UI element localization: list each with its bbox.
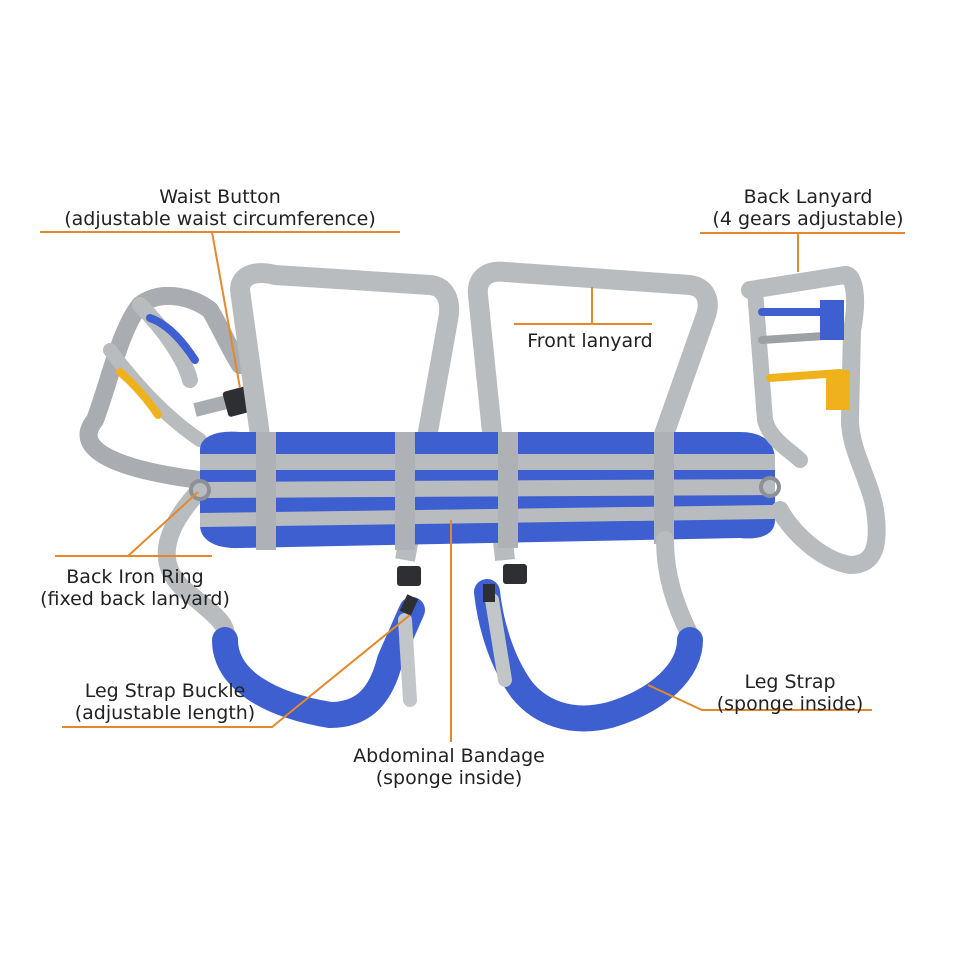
leg-strap-clip-right [483, 584, 495, 602]
leg-strap-right [474, 579, 703, 732]
abdominal-bandage-note: (sponge inside) [375, 767, 523, 789]
leader-waist-button [40, 231, 400, 389]
front-lanyard-right [467, 261, 718, 562]
back-lanyard-label: Back Lanyard (4 gears adjustable) [688, 186, 928, 230]
leg-strap-buckle-label: Leg Strap Buckle (adjustable length) [50, 680, 280, 724]
leader-lines [40, 231, 905, 742]
back-iron-ring-label: Back Iron Ring (fixed back lanyard) [10, 566, 260, 610]
leg-strap-buckle-note: (adjustable length) [74, 702, 256, 724]
leader-back-iron-ring [55, 491, 212, 557]
front-lanyard-left [230, 263, 459, 562]
front-lanyard-label: Front lanyard [505, 330, 675, 352]
left-back-lanyard [79, 286, 249, 489]
leg-strap-clip-left [399, 594, 419, 616]
waist-button-title: Waist Button [159, 186, 281, 208]
abdominal-bandage-label: Abdominal Bandage (sponge inside) [320, 745, 578, 789]
leg-strap-left [212, 597, 425, 728]
leg-buckle-right [503, 564, 527, 584]
abdominal-bandage [189, 431, 781, 550]
leg-buckle-left [397, 566, 421, 586]
back-lanyard-note: (4 gears adjustable) [712, 208, 904, 230]
leader-front-lanyard [514, 287, 652, 325]
leg-strap-title: Leg Strap [744, 671, 836, 693]
waist-button-note: (adjustable waist circumference) [64, 208, 376, 230]
left-hanging-strap [157, 476, 235, 649]
leader-back-lanyard [700, 232, 905, 272]
leader-leg-strap-buckle [62, 614, 411, 728]
right-back-lanyard [741, 266, 886, 574]
leader-leg-strap [647, 684, 872, 711]
back-lanyard-title: Back Lanyard [743, 186, 873, 208]
waist-button-label: Waist Button (adjustable waist circumfer… [30, 186, 410, 230]
abdominal-bandage-title: Abdominal Bandage [353, 745, 545, 767]
leg-strap-note: (sponge inside) [716, 693, 864, 715]
leg-strap-buckle-title: Leg Strap Buckle [84, 680, 246, 702]
leg-strap-label: Leg Strap (sponge inside) [690, 671, 890, 715]
back-iron-ring-title: Back Iron Ring [66, 566, 204, 588]
front-lanyard-title: Front lanyard [527, 330, 653, 352]
right-hanging-strap [656, 531, 699, 644]
back-iron-ring-note: (fixed back lanyard) [40, 588, 230, 610]
